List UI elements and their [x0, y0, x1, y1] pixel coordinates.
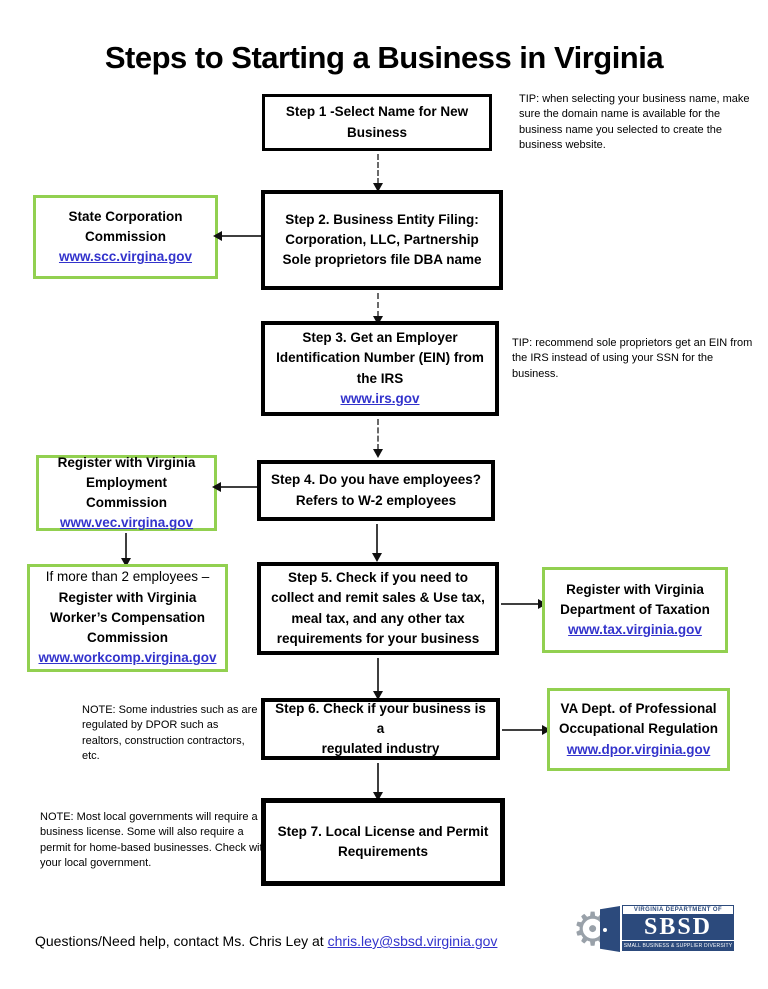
- step-3-line: the IRS: [356, 370, 404, 386]
- tax-box: Register with Virginia Department of Tax…: [542, 567, 728, 653]
- step-7-line: Requirements: [337, 844, 429, 859]
- step-5-line: requirements for your business: [276, 630, 480, 646]
- arrowhead-down-icon: [373, 316, 383, 325]
- tax-line: Register with Virginia: [566, 581, 704, 597]
- arrowhead-down-icon: [373, 449, 383, 458]
- arrow-step6-to-step7: [373, 763, 383, 801]
- note-local-license: NOTE: Most local governments will requir…: [40, 811, 269, 870]
- logo-tagline: SMALL BUSINESS & SUPPLIER DIVERSITY: [622, 940, 734, 951]
- vec-line: Register with Virginia: [57, 454, 196, 470]
- vec-box: Register with Virginia Employment Commis…: [36, 455, 217, 531]
- arrowhead-down-icon: [372, 553, 382, 562]
- workcomp-box: If more than 2 employees – Register with…: [27, 564, 228, 672]
- arrowhead-down-icon: [121, 558, 131, 567]
- step-1-line: Step 1 -Select Name for New: [285, 104, 469, 120]
- step-2-line: Step 2. Business Entity Filing:: [285, 211, 479, 227]
- note-dpor: NOTE: Some industries such as are regula…: [82, 704, 258, 763]
- tax-line: Department of Taxation: [560, 601, 710, 617]
- workcomp-link[interactable]: www.workcomp.virgina.gov: [38, 650, 217, 666]
- step-2-line: Sole proprietors file DBA name: [282, 252, 482, 268]
- vec-link[interactable]: www.vec.virgina.gov: [59, 515, 194, 531]
- arrow-step6-to-dpor: [502, 725, 551, 735]
- vec-line: Employment Commission: [85, 474, 167, 510]
- step-7-line: Step 7. Local License and Permit: [277, 823, 489, 839]
- workcomp-line: Commission: [86, 630, 168, 646]
- step-5-line: Step 5. Check if you need to: [287, 570, 469, 585]
- logo-department-label: VIRGINIA DEPARTMENT OF: [622, 905, 734, 914]
- contact-text: Questions/Need help, contact Ms. Chris L…: [35, 933, 328, 949]
- contact-line: Questions/Need help, contact Ms. Chris L…: [35, 933, 497, 949]
- arrow-step3-to-step4: [373, 419, 383, 458]
- arrowhead-down-icon: [373, 691, 383, 700]
- arrowhead-down-icon: [373, 183, 383, 192]
- dpor-box: VA Dept. of Professional Occupational Re…: [547, 688, 730, 771]
- step-4-line: Step 4. Do you have employees?: [270, 472, 482, 488]
- step-2-line: Corporation, LLC, Partnership: [285, 231, 479, 247]
- step-5-line: meal tax, and any other tax: [291, 610, 465, 626]
- step-6-line: Step 6. Check if your business is a: [275, 700, 486, 736]
- irs-link[interactable]: www.irs.gov: [340, 390, 420, 406]
- open-door-icon: [600, 906, 620, 952]
- arrow-step4-to-step5: [372, 524, 382, 562]
- tax-link[interactable]: www.tax.virginia.gov: [568, 622, 702, 638]
- step-1-line: Business: [346, 124, 408, 140]
- scc-link[interactable]: www.scc.virgina.gov: [58, 249, 193, 265]
- step-7-box: Step 7. Local License and Permit Require…: [261, 798, 505, 886]
- dpor-line: VA Dept. of Professional: [560, 701, 717, 717]
- step-3-line: Step 3. Get an Employer: [302, 330, 458, 345]
- logo-acronym: SBSD: [622, 914, 734, 940]
- arrowhead-left-icon: [213, 231, 222, 241]
- sbsd-logo: ⚙ VIRGINIA DEPARTMENT OF SBSD SMALL BUSI…: [572, 902, 734, 958]
- workcomp-line: Register with Virginia: [58, 589, 197, 605]
- step-5-box: Step 5. Check if you need to collect and…: [257, 562, 499, 655]
- step-5-line: collect and remit sales & Use tax,: [271, 590, 485, 606]
- step-6-box: Step 6. Check if your business is a regu…: [261, 698, 500, 760]
- arrow-step1-to-step2: [373, 154, 383, 192]
- contact-email-link[interactable]: chris.ley@sbsd.virginia.gov: [327, 933, 498, 949]
- arrowhead-right-icon: [542, 725, 551, 735]
- step-3-box: Step 3. Get an Employer Identification N…: [261, 321, 499, 416]
- tip-domain-name: TIP: when selecting your business name, …: [519, 93, 750, 152]
- tip-ein: TIP: recommend sole proprietors get an E…: [512, 337, 753, 380]
- scc-line: State Corporation: [68, 208, 183, 224]
- step-6-line: regulated industry: [321, 741, 440, 757]
- arrow-vec-to-workcomp: [121, 533, 131, 567]
- arrowhead-left-icon: [212, 482, 221, 492]
- workcomp-intro: If more than 2 employees –: [45, 569, 210, 585]
- arrowhead-down-icon: [373, 792, 383, 801]
- arrow-step2-to-step3: [373, 293, 383, 325]
- arrow-step4-to-vec: [212, 482, 257, 492]
- step-4-line: Refers to W-2 employees: [295, 492, 457, 508]
- workcomp-line: Worker’s Compensation: [49, 609, 206, 625]
- dpor-line: Occupational Regulation: [558, 721, 718, 737]
- arrow-step2-to-scc: [213, 231, 261, 241]
- scc-line: Commission: [84, 228, 166, 244]
- dpor-link[interactable]: www.dpor.virginia.gov: [566, 741, 711, 757]
- page-title: Steps to Starting a Business in Virginia: [104, 40, 664, 75]
- step-3-line: Identification Number (EIN) from: [276, 350, 484, 366]
- sbsd-logo-text: VIRGINIA DEPARTMENT OF SBSD SMALL BUSINE…: [622, 905, 734, 951]
- step-4-box: Step 4. Do you have employees? Refers to…: [257, 460, 495, 521]
- step-1-box: Step 1 -Select Name for New Business: [262, 94, 492, 151]
- step-2-box: Step 2. Business Entity Filing: Corporat…: [261, 190, 503, 290]
- scc-box: State Corporation Commission www.scc.vir…: [33, 195, 218, 279]
- arrow-step5-to-tax: [501, 599, 547, 609]
- arrow-step5-to-step6: [373, 658, 383, 700]
